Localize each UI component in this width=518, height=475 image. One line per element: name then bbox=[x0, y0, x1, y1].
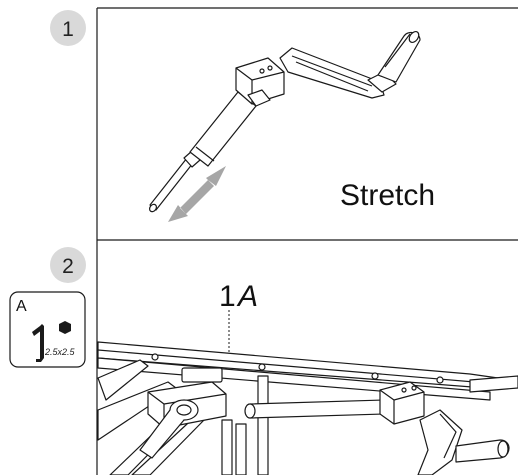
step-1-badge: 1 bbox=[50, 10, 86, 46]
panel-frames bbox=[96, 7, 518, 475]
tool-size: 2.5x2.5 bbox=[44, 347, 76, 357]
hex-key-icon bbox=[32, 324, 44, 362]
step-2-number: 2 bbox=[62, 255, 74, 278]
crank-handle-illustration bbox=[148, 30, 421, 213]
stretch-label: Stretch bbox=[340, 179, 435, 212]
part-count: 1 bbox=[219, 280, 236, 313]
part-letter: A bbox=[236, 280, 258, 313]
tool-box: A 2.5x2.5 bbox=[9, 291, 86, 368]
step-2-badge: 2 bbox=[50, 247, 86, 283]
hex-head-icon bbox=[59, 321, 71, 334]
step-1-number: 1 bbox=[62, 18, 74, 41]
stretch-arrow bbox=[168, 166, 226, 222]
tool-letter: A bbox=[16, 298, 27, 315]
desk-frame-illustration bbox=[97, 341, 518, 475]
part-callout: 1 A bbox=[219, 280, 258, 372]
